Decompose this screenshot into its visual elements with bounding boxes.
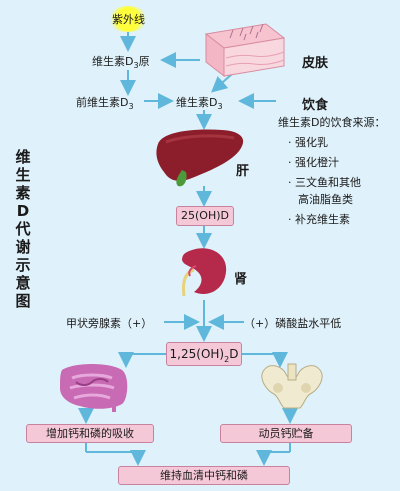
kidney-label: 肾 (234, 272, 248, 287)
diet-source-item: 高油脂鱼类 (298, 193, 353, 206)
diet-source-item: · 强化乳 (288, 136, 328, 149)
skin-label: 皮肤 (302, 56, 329, 71)
intestine-box: 增加钙和磷的吸收 (26, 424, 154, 443)
diet-source-item: · 三文鱼和其他 (288, 176, 361, 189)
final-box: 维持血清中钙和磷 (118, 466, 290, 485)
pro-vitamin-d3: 维生素D3原 (92, 55, 150, 70)
pre-vitamin-d3: 前维生素D3 (76, 96, 134, 111)
uv-label: 紫外线 (112, 13, 145, 26)
arrow-skin-d3 (211, 73, 233, 93)
active-d-box: 1,25(OH)2D (166, 342, 242, 366)
pth-label: 甲状旁腺素（+） (66, 317, 153, 330)
diet-label: 饮食 (302, 98, 329, 113)
kidney-icon (182, 248, 227, 297)
vitamin-d3: 维生素D3 (176, 96, 223, 111)
skin-icon (204, 23, 286, 78)
liver-label: 肝 (236, 164, 250, 179)
bone-icon (261, 363, 323, 409)
diagram-title: 维生素D代谢示意图 (15, 148, 31, 310)
diet-source-item: · 强化橙汁 (288, 156, 339, 169)
bone-box: 动员钙贮备 (220, 424, 352, 443)
uv-sun-icon (108, 6, 148, 32)
diet-sources: 维生素D的饮食来源： · 强化乳 · 强化橙汁 · 三文鱼和其他 高油脂鱼类 ·… (278, 114, 398, 228)
diet-source-item: · 补充维生素 (288, 213, 350, 226)
phosphate-label: （+）磷酸盐水平低 (244, 317, 342, 330)
liver-icon (156, 129, 244, 187)
hydroxy-d-box: 25(OH)D (176, 206, 234, 226)
intestine-icon (60, 364, 128, 412)
diet-sources-title: 维生素D的饮食来源： (278, 116, 386, 129)
